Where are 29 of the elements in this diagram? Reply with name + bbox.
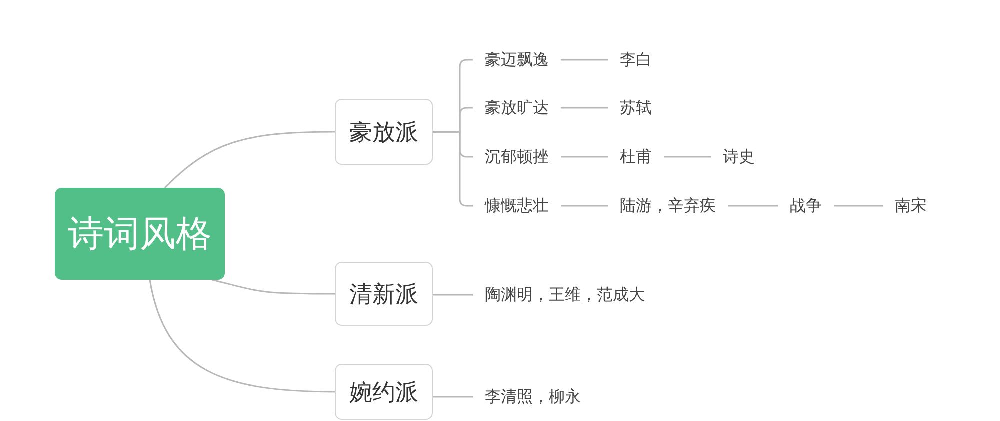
connector-line (664, 156, 711, 158)
branch-text: 豪放旷达 (473, 97, 561, 119)
branch-text: 南宋 (883, 195, 939, 217)
connector-line (561, 156, 608, 158)
branch-text: 慷慨悲壮 (473, 195, 561, 217)
branch-text: 苏轼 (608, 97, 664, 119)
connector-line (433, 396, 473, 398)
root-topic-box: 诗词风格 (55, 188, 225, 280)
connector-line (561, 107, 608, 109)
branch-text: 沉郁顿挫 (473, 146, 561, 168)
curved-connector (164, 131, 335, 189)
topic-box: 清新派 (335, 262, 433, 326)
topic-box: 豪放派 (335, 99, 433, 165)
branch-text: 杜甫 (608, 146, 664, 168)
topic-box: 婉约派 (335, 364, 433, 420)
branch-text: 陶渊明，王维，范成大 (473, 284, 657, 306)
connector-line (433, 294, 473, 296)
connector-line (834, 205, 883, 207)
connector-line (728, 205, 778, 207)
branch-text: 李清照，柳永 (473, 386, 593, 408)
branch-text: 诗史 (711, 146, 767, 168)
branch-text: 陆游，辛弃疾 (608, 195, 728, 217)
curved-connector (149, 280, 336, 393)
branch-text: 李白 (608, 49, 664, 71)
branch-text: 战争 (778, 195, 834, 217)
connector-line (561, 205, 608, 207)
branch-text: 豪迈飘逸 (473, 49, 561, 71)
connector-line (561, 59, 608, 61)
curved-connector (212, 279, 335, 295)
